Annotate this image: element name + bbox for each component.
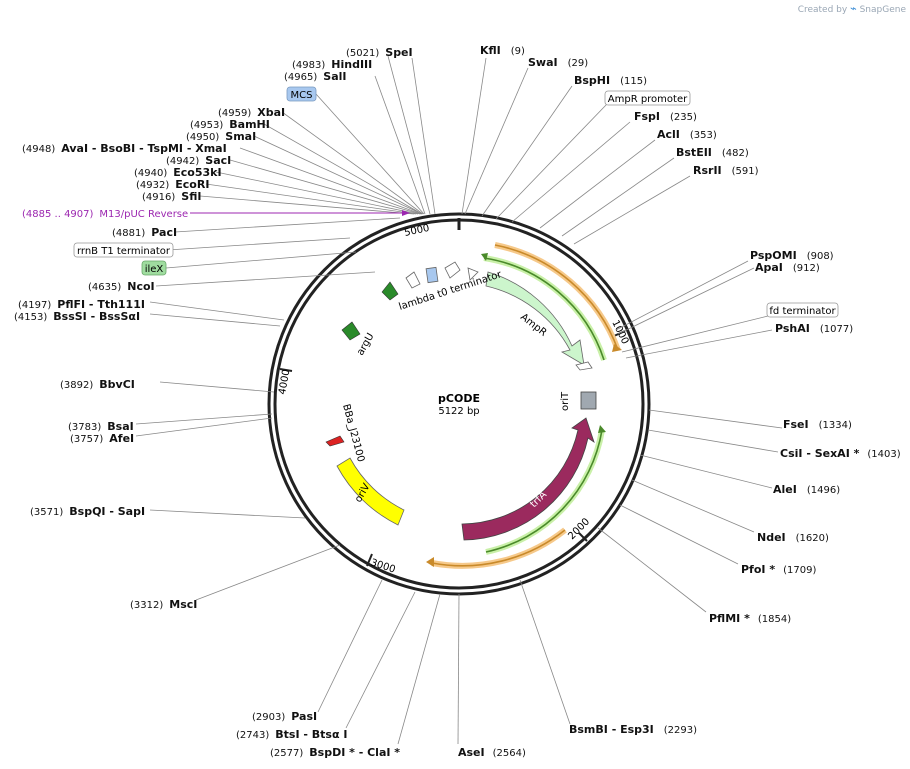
site-ApaI: ApaI(912): [755, 261, 820, 274]
site-MscI: (3312)MscI: [130, 598, 197, 611]
tick-2000: [578, 532, 588, 542]
ampr-orf-orange-arc: [494, 242, 621, 352]
trfA-orange-arrowhead: [426, 557, 434, 567]
site-SfiI: (4916)SfiI: [142, 190, 201, 203]
site-SpeI: (5021)SpeI: [346, 46, 413, 59]
site-SalI: (4965)SalI: [284, 70, 346, 83]
bba-feature: [325, 435, 345, 447]
site-PflFI: (4197)PflFI - Tth111I: [18, 298, 145, 311]
snapgene-logo-icon: ⌁: [850, 2, 857, 15]
site-SmaI: (4950)SmaI: [186, 130, 256, 143]
site-HindIII: (4983)HindIII: [292, 58, 372, 71]
fd-label: fd terminator: [769, 306, 836, 317]
ileX-feature: [381, 281, 399, 301]
tick-3000: [366, 553, 373, 567]
fd-box: [766, 302, 839, 318]
site-PshAI: PshAI(1077): [775, 322, 853, 335]
site-Eco53kI: (4940)Eco53kI: [134, 166, 222, 179]
site-BamHI: (4953)BamHI: [190, 118, 270, 131]
tick-label-5000: 5000: [403, 223, 430, 239]
tick-label-2000: 2000: [566, 516, 592, 542]
site-FseI: FseI(1334): [783, 418, 852, 431]
lambda-t0-arrow: [444, 261, 461, 279]
site-FspI: FspI(235): [634, 110, 697, 123]
site-PfoI: PfoI *(1709): [741, 563, 816, 576]
site-PspOMI: PspOMI(908): [750, 249, 834, 262]
site-BbvCI: (3892)BbvCI: [60, 378, 135, 391]
plasmid-name: pCODE: [438, 392, 480, 405]
ampr-feature: [485, 271, 585, 366]
site-KflI: KflI(9): [480, 44, 525, 57]
orit-label: oriT: [560, 391, 571, 411]
site-BtsI: (2743)BtsI - Btsα I: [236, 728, 347, 741]
lambda-t0-arrow-2: [467, 267, 479, 281]
site-BsmBI: BsmBI - Esp3I(2293): [569, 723, 697, 736]
site-BsaI: (3783)BsaI: [68, 420, 134, 433]
snapgene-brand: Created by ⌁ SnapGene: [798, 2, 906, 15]
site-EcoRI: (4932)EcoRI: [136, 178, 209, 191]
trfA-green-arrowhead: [598, 425, 606, 433]
ampr-promoter-arrow: [575, 361, 593, 371]
site-RsrII: RsrII(591): [693, 164, 759, 177]
site-AleI: AleI(1496): [773, 483, 840, 496]
trfA-feature: [461, 417, 595, 541]
site-SwaI: SwaI(29): [528, 56, 588, 69]
trfA-green-line: [485, 429, 603, 553]
site-SacI: (4942)SacI: [166, 154, 231, 167]
site-PflMI: PflMI *(1854): [709, 612, 791, 625]
site-BspQI: (3571)BspQI - SapI: [30, 505, 145, 518]
site-AfeI: (3757)AfeI: [70, 432, 134, 445]
site-AvaI: (4948)AvaI - BsoBI - TspMI - XmaI: [22, 142, 227, 155]
site-BssSI: (4153)BssSI - BssSαI: [14, 310, 140, 323]
rrnb-label: rrnB T1 terminator: [77, 246, 171, 257]
ampr-promoter-box: [604, 90, 691, 106]
site-CsiI: CsiI - SexAI *(1403): [780, 447, 901, 460]
oriV-feature: [336, 457, 405, 526]
site-BstEII: BstEII(482): [676, 146, 749, 159]
trfA-orange-line: [431, 529, 566, 567]
site-NdeI: NdeI(1620): [757, 531, 829, 544]
ilex-box: [141, 260, 167, 276]
tick-label-4000: 4000: [277, 369, 292, 396]
rrnb-box: [73, 242, 174, 258]
argU-feature: [341, 321, 361, 341]
lambda-t0-arrow-3: [405, 271, 421, 289]
plasmid-size: 5122 bp: [438, 406, 479, 417]
site-NcoI: (4635)NcoI: [88, 280, 155, 293]
site-PasI: (2903)PasI: [252, 710, 317, 723]
ampr-green-arrowhead: [481, 253, 488, 261]
orit-feature: [580, 391, 597, 410]
mcs-box: [286, 86, 317, 102]
primer-m13-label: (4885 .. 4907)M13/pUC Reverse: [22, 209, 188, 220]
primer-arrow: [402, 210, 410, 216]
site-XbaI: (4959)XbaI: [218, 106, 285, 119]
site-AclI: AclI(353): [657, 128, 717, 141]
site-BspDI: (2577)BspDI * - ClaI *: [270, 746, 400, 759]
site-AseI: AseI(2564): [458, 746, 526, 759]
tick-4000: [279, 368, 293, 372]
mcs-box-label: MCS: [291, 90, 313, 101]
bba-label: BBa_J23100: [340, 403, 366, 463]
brand-name: SnapGene: [859, 5, 906, 15]
mcs-feature: [425, 266, 439, 284]
created-by-text: Created by: [797, 5, 848, 15]
ampr-promoter-label: AmpR promoter: [608, 94, 688, 105]
ampr-orf-orange-line: [494, 244, 619, 351]
site-BspHI: BspHI(115): [574, 74, 647, 87]
site-PacI: (4881)PacI: [112, 226, 177, 239]
leader-lines: [135, 55, 783, 745]
ampr-green-line: [483, 257, 605, 361]
ampr-orange-arrowhead: [612, 344, 622, 352]
ilex-label: ileX: [145, 264, 164, 275]
